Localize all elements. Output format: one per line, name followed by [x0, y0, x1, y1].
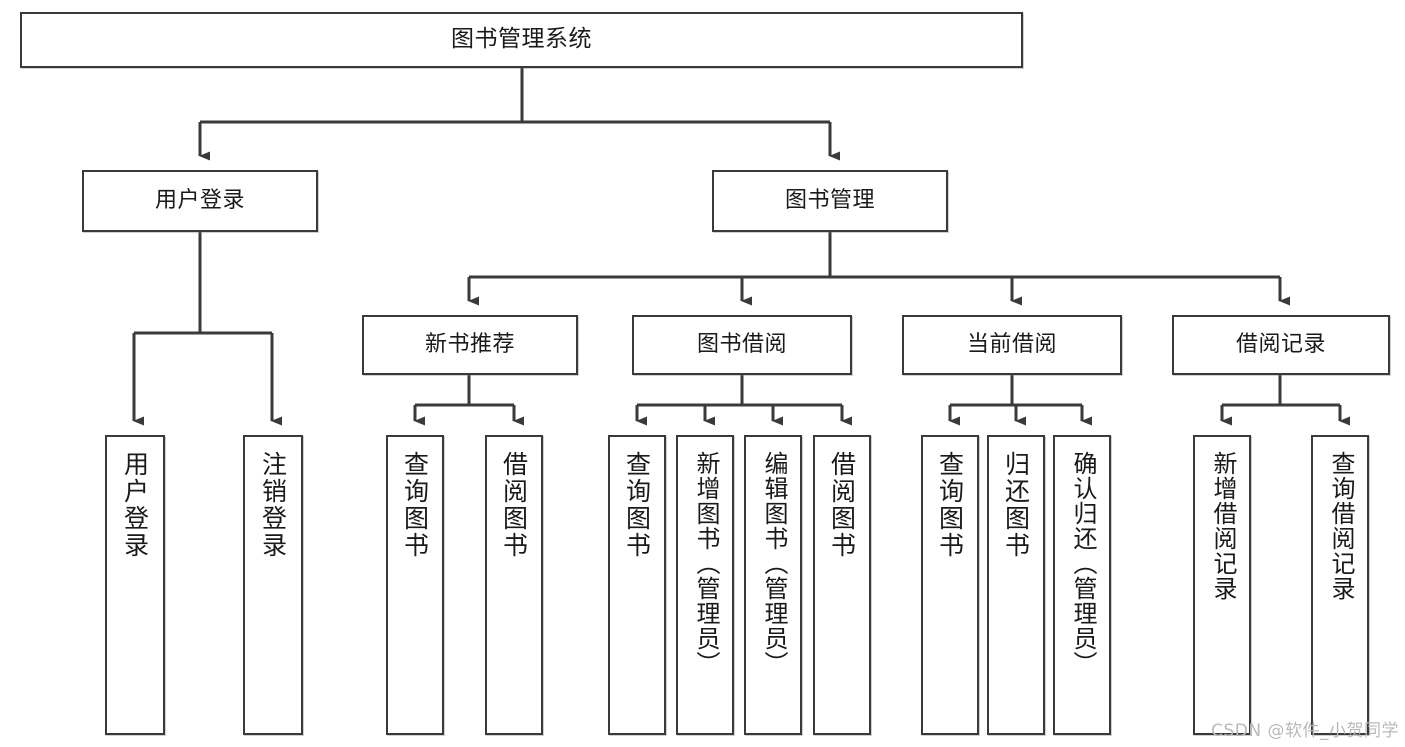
node-new-book-recommend[interactable]: 新书推荐: [362, 315, 578, 375]
node-book-manage[interactable]: 图书管理: [712, 170, 948, 232]
node-leaf-logout-login-label: 注销登录: [258, 451, 288, 559]
node-leaf-query-book-2-label: 查询图书: [622, 451, 652, 559]
node-root[interactable]: 图书管理系统: [20, 12, 1023, 68]
node-current-borrow-label: 当前借阅: [966, 332, 1057, 358]
node-new-book-recommend-label: 新书推荐: [424, 332, 515, 358]
node-leaf-query-book-3[interactable]: 查询图书: [921, 435, 979, 735]
node-leaf-return-book[interactable]: 归还图书: [987, 435, 1045, 735]
node-book-borrow[interactable]: 图书借阅: [632, 315, 852, 375]
node-leaf-query-book-2[interactable]: 查询图书: [608, 435, 666, 735]
node-user-login-label: 用户登录: [154, 188, 245, 214]
node-leaf-confirm-return[interactable]: 确认归还（管理员）: [1053, 435, 1111, 735]
node-book-manage-label: 图书管理: [784, 188, 875, 214]
node-current-borrow[interactable]: 当前借阅: [902, 315, 1122, 375]
csdn-watermark: CSDN @软件_小贺同学: [1211, 721, 1399, 741]
node-leaf-return-book-label: 归还图书: [1001, 451, 1031, 559]
node-leaf-query-book-3-label: 查询图书: [935, 451, 965, 559]
node-borrow-record[interactable]: 借阅记录: [1172, 315, 1390, 375]
node-leaf-confirm-return-label: 确认归还（管理员）: [1068, 451, 1097, 676]
node-root-label: 图书管理系统: [451, 26, 592, 53]
node-book-borrow-label: 图书借阅: [696, 332, 787, 358]
node-leaf-logout-login[interactable]: 注销登录: [243, 435, 303, 735]
node-leaf-edit-book[interactable]: 编辑图书（管理员）: [744, 435, 802, 735]
node-leaf-query-record[interactable]: 查询借阅记录: [1311, 435, 1369, 735]
node-user-login[interactable]: 用户登录: [82, 170, 318, 232]
node-leaf-borrow-book-1-label: 借阅图书: [499, 451, 529, 559]
node-leaf-borrow-book-2-label: 借阅图书: [827, 451, 857, 559]
node-leaf-add-record-label: 新增借阅记录: [1208, 451, 1237, 601]
node-leaf-query-book-1[interactable]: 查询图书: [386, 435, 444, 735]
node-leaf-user-login[interactable]: 用户登录: [105, 435, 165, 735]
node-leaf-borrow-book-2[interactable]: 借阅图书: [813, 435, 871, 735]
node-leaf-add-book-label: 新增图书（管理员）: [691, 451, 720, 676]
node-leaf-add-record[interactable]: 新增借阅记录: [1193, 435, 1251, 735]
node-leaf-query-book-1-label: 查询图书: [400, 451, 430, 559]
node-borrow-record-label: 借阅记录: [1235, 332, 1326, 358]
node-leaf-user-login-label: 用户登录: [120, 451, 150, 559]
node-leaf-edit-book-label: 编辑图书（管理员）: [759, 451, 788, 676]
node-leaf-borrow-book-1[interactable]: 借阅图书: [485, 435, 543, 735]
node-leaf-query-record-label: 查询借阅记录: [1326, 451, 1355, 601]
node-leaf-add-book[interactable]: 新增图书（管理员）: [676, 435, 734, 735]
